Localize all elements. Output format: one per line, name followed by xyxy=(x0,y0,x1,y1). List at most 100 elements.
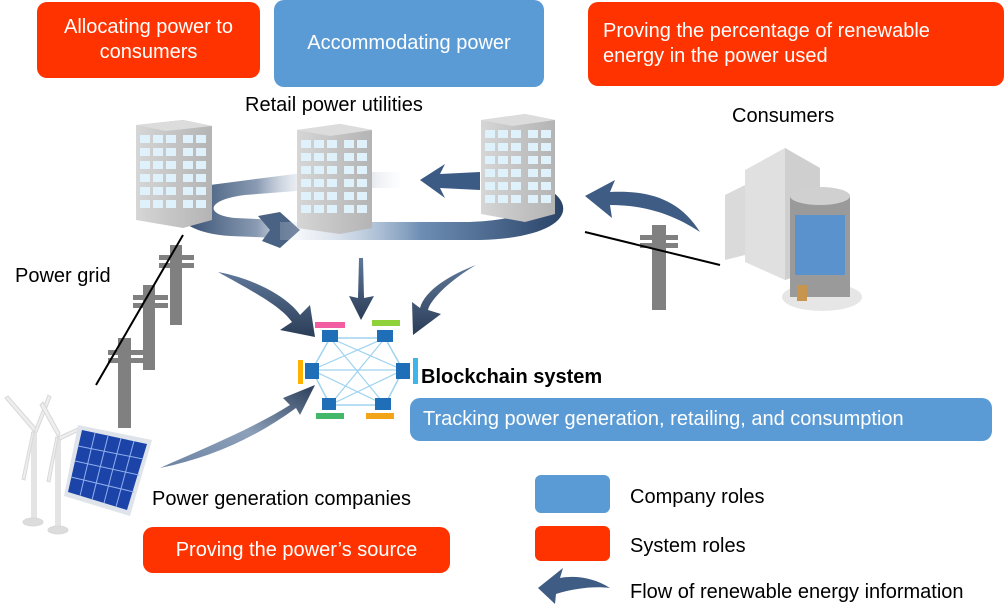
window xyxy=(196,200,206,208)
solar-panel xyxy=(64,425,152,516)
window xyxy=(140,135,150,143)
consumer-buildings xyxy=(725,148,862,311)
window xyxy=(357,140,367,148)
window xyxy=(153,187,163,195)
window xyxy=(485,143,495,151)
legend-flow-label: Flow of renewable energy information xyxy=(630,581,964,603)
window xyxy=(528,182,538,190)
proving-percentage-box: Proving the percentage of renewable ener… xyxy=(588,2,1004,86)
allocating-power-text: Allocating power to consumers xyxy=(64,16,233,63)
blockchain-system-label: Blockchain system xyxy=(421,366,603,388)
window xyxy=(344,166,354,174)
window xyxy=(183,200,193,208)
window xyxy=(183,161,193,169)
window xyxy=(511,130,521,138)
window xyxy=(485,156,495,164)
consumer-flow-arrow xyxy=(585,180,700,232)
window xyxy=(314,179,324,187)
window xyxy=(314,140,324,148)
window xyxy=(498,156,508,164)
window xyxy=(485,169,495,177)
window xyxy=(528,169,538,177)
proving-source-text: Proving the power’s source xyxy=(175,538,418,561)
window xyxy=(183,135,193,143)
window xyxy=(511,182,521,190)
window xyxy=(485,195,495,203)
window xyxy=(327,153,337,161)
window xyxy=(511,195,521,203)
tracking-text: Tracking power generation, retailing, an… xyxy=(423,408,904,430)
window xyxy=(357,179,367,187)
window xyxy=(541,143,551,151)
window xyxy=(166,174,176,182)
window xyxy=(528,143,538,151)
window xyxy=(140,148,150,156)
window xyxy=(140,174,150,182)
window xyxy=(140,161,150,169)
window xyxy=(327,166,337,174)
window xyxy=(183,174,193,182)
window xyxy=(498,130,508,138)
legend-flow-arrow-icon xyxy=(538,568,610,604)
window xyxy=(153,200,163,208)
power-grid-label: Power grid xyxy=(15,265,111,287)
window xyxy=(485,182,495,190)
flow-arrow-from-retail-2 xyxy=(349,258,374,320)
loop-arrowhead-left xyxy=(420,164,480,198)
window xyxy=(541,169,551,177)
window xyxy=(314,166,324,174)
power-line-grid xyxy=(95,234,184,386)
window xyxy=(498,169,508,177)
window xyxy=(301,166,311,174)
window xyxy=(166,161,176,169)
window xyxy=(327,192,337,200)
window xyxy=(511,169,521,177)
window xyxy=(166,200,176,208)
window xyxy=(511,156,521,164)
window xyxy=(153,161,163,169)
accommodating-power-box: Accommodating power xyxy=(274,0,544,87)
tracking-box: Tracking power generation, retailing, an… xyxy=(410,398,992,441)
window xyxy=(528,130,538,138)
window xyxy=(327,140,337,148)
window xyxy=(541,156,551,164)
proving-source-box: Proving the power’s source xyxy=(143,527,450,573)
window xyxy=(498,182,508,190)
consumers-label: Consumers xyxy=(732,105,835,127)
window xyxy=(301,140,311,148)
accommodating-power-text: Accommodating power xyxy=(307,32,511,54)
window xyxy=(140,187,150,195)
flow-arrow-from-retail-1 xyxy=(218,272,315,337)
window xyxy=(528,156,538,164)
wind-turbines xyxy=(4,394,82,535)
blockchain-network-icon xyxy=(298,320,418,419)
window xyxy=(541,130,551,138)
window xyxy=(196,135,206,143)
window xyxy=(166,135,176,143)
window xyxy=(327,179,337,187)
window xyxy=(301,153,311,161)
window xyxy=(344,153,354,161)
window xyxy=(183,187,193,195)
window xyxy=(314,205,324,213)
window xyxy=(301,179,311,187)
window xyxy=(357,166,367,174)
window xyxy=(528,195,538,203)
window xyxy=(357,205,367,213)
power-poles xyxy=(108,225,678,428)
window xyxy=(498,143,508,151)
window xyxy=(344,179,354,187)
flow-arrow-from-generation xyxy=(160,385,315,468)
window xyxy=(183,148,193,156)
window xyxy=(196,161,206,169)
window xyxy=(541,195,551,203)
proving-percentage-text: Proving the percentage of renewable ener… xyxy=(603,20,930,67)
window xyxy=(357,153,367,161)
building-windows xyxy=(140,130,551,213)
power-line-consumer xyxy=(584,231,721,266)
window xyxy=(153,174,163,182)
legend-system-role-label: System roles xyxy=(630,535,746,557)
window xyxy=(357,192,367,200)
window xyxy=(196,187,206,195)
